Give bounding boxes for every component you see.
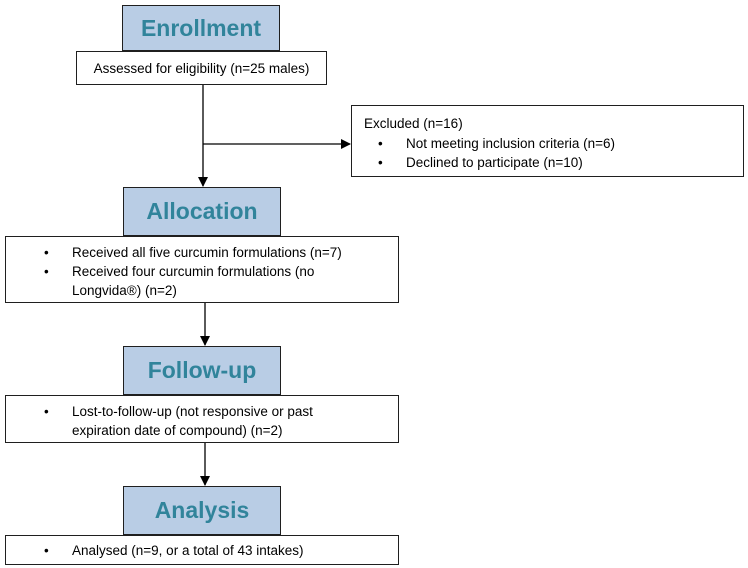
followup-title: Follow-up [147, 357, 257, 383]
followup-box: • Lost-to-follow-up (not responsive or p… [5, 395, 399, 443]
bullet: • [44, 245, 49, 260]
allocation-list: • Received all five curcumin formulation… [6, 243, 372, 300]
analysis-title: Analysis [154, 497, 250, 523]
followup-list: • Lost-to-follow-up (not responsive or p… [6, 402, 372, 440]
bullet: • [44, 543, 49, 558]
bullet: • [44, 404, 49, 419]
excluded-item-inclusion-text: Not meeting inclusion criteria (n=6) [406, 136, 615, 151]
allocation-item-all-five-text: Received all five curcumin formulations … [72, 245, 342, 260]
analysis-header: Analysis [123, 486, 281, 535]
excluded-item-declined: • Declined to participate (n=10) [378, 153, 743, 172]
assessed-box: Assessed for eligibility (n=25 males) [76, 51, 327, 85]
enrollment-title: Enrollment [140, 14, 262, 41]
analysis-item-analysed: • Analysed (n=9, or a total of 43 intake… [44, 541, 398, 560]
allocation-box: • Received all five curcumin formulation… [5, 236, 399, 303]
allocation-item-all-five: • Received all five curcumin formulation… [44, 243, 372, 262]
excluded-item-inclusion: • Not meeting inclusion criteria (n=6) [378, 134, 743, 153]
followup-header: Follow-up [123, 346, 281, 395]
bullet: • [378, 136, 383, 151]
excluded-item-declined-text: Declined to participate (n=10) [406, 155, 583, 170]
allocation-title: Allocation [146, 198, 258, 224]
allocation-item-four: • Received four curcumin formulations (n… [44, 262, 372, 300]
excluded-box: Excluded (n=16) • Not meeting inclusion … [351, 105, 744, 177]
bullet: • [378, 155, 383, 170]
analysis-box: • Analysed (n=9, or a total of 43 intake… [5, 535, 399, 565]
enrollment-header: Enrollment [122, 5, 280, 51]
allocation-header: Allocation [123, 187, 281, 236]
followup-item-lost-text: Lost-to-follow-up (not responsive or pas… [72, 404, 313, 438]
analysis-list: • Analysed (n=9, or a total of 43 intake… [6, 541, 398, 560]
bullet: • [44, 264, 49, 279]
excluded-list: • Not meeting inclusion criteria (n=6) •… [364, 134, 743, 172]
allocation-item-four-text: Received four curcumin formulations (no … [72, 264, 315, 298]
analysis-item-analysed-text: Analysed (n=9, or a total of 43 intakes) [72, 543, 304, 558]
followup-item-lost: • Lost-to-follow-up (not responsive or p… [44, 402, 372, 440]
excluded-title: Excluded (n=16) [364, 116, 463, 131]
assessed-text: Assessed for eligibility (n=25 males) [93, 60, 310, 76]
